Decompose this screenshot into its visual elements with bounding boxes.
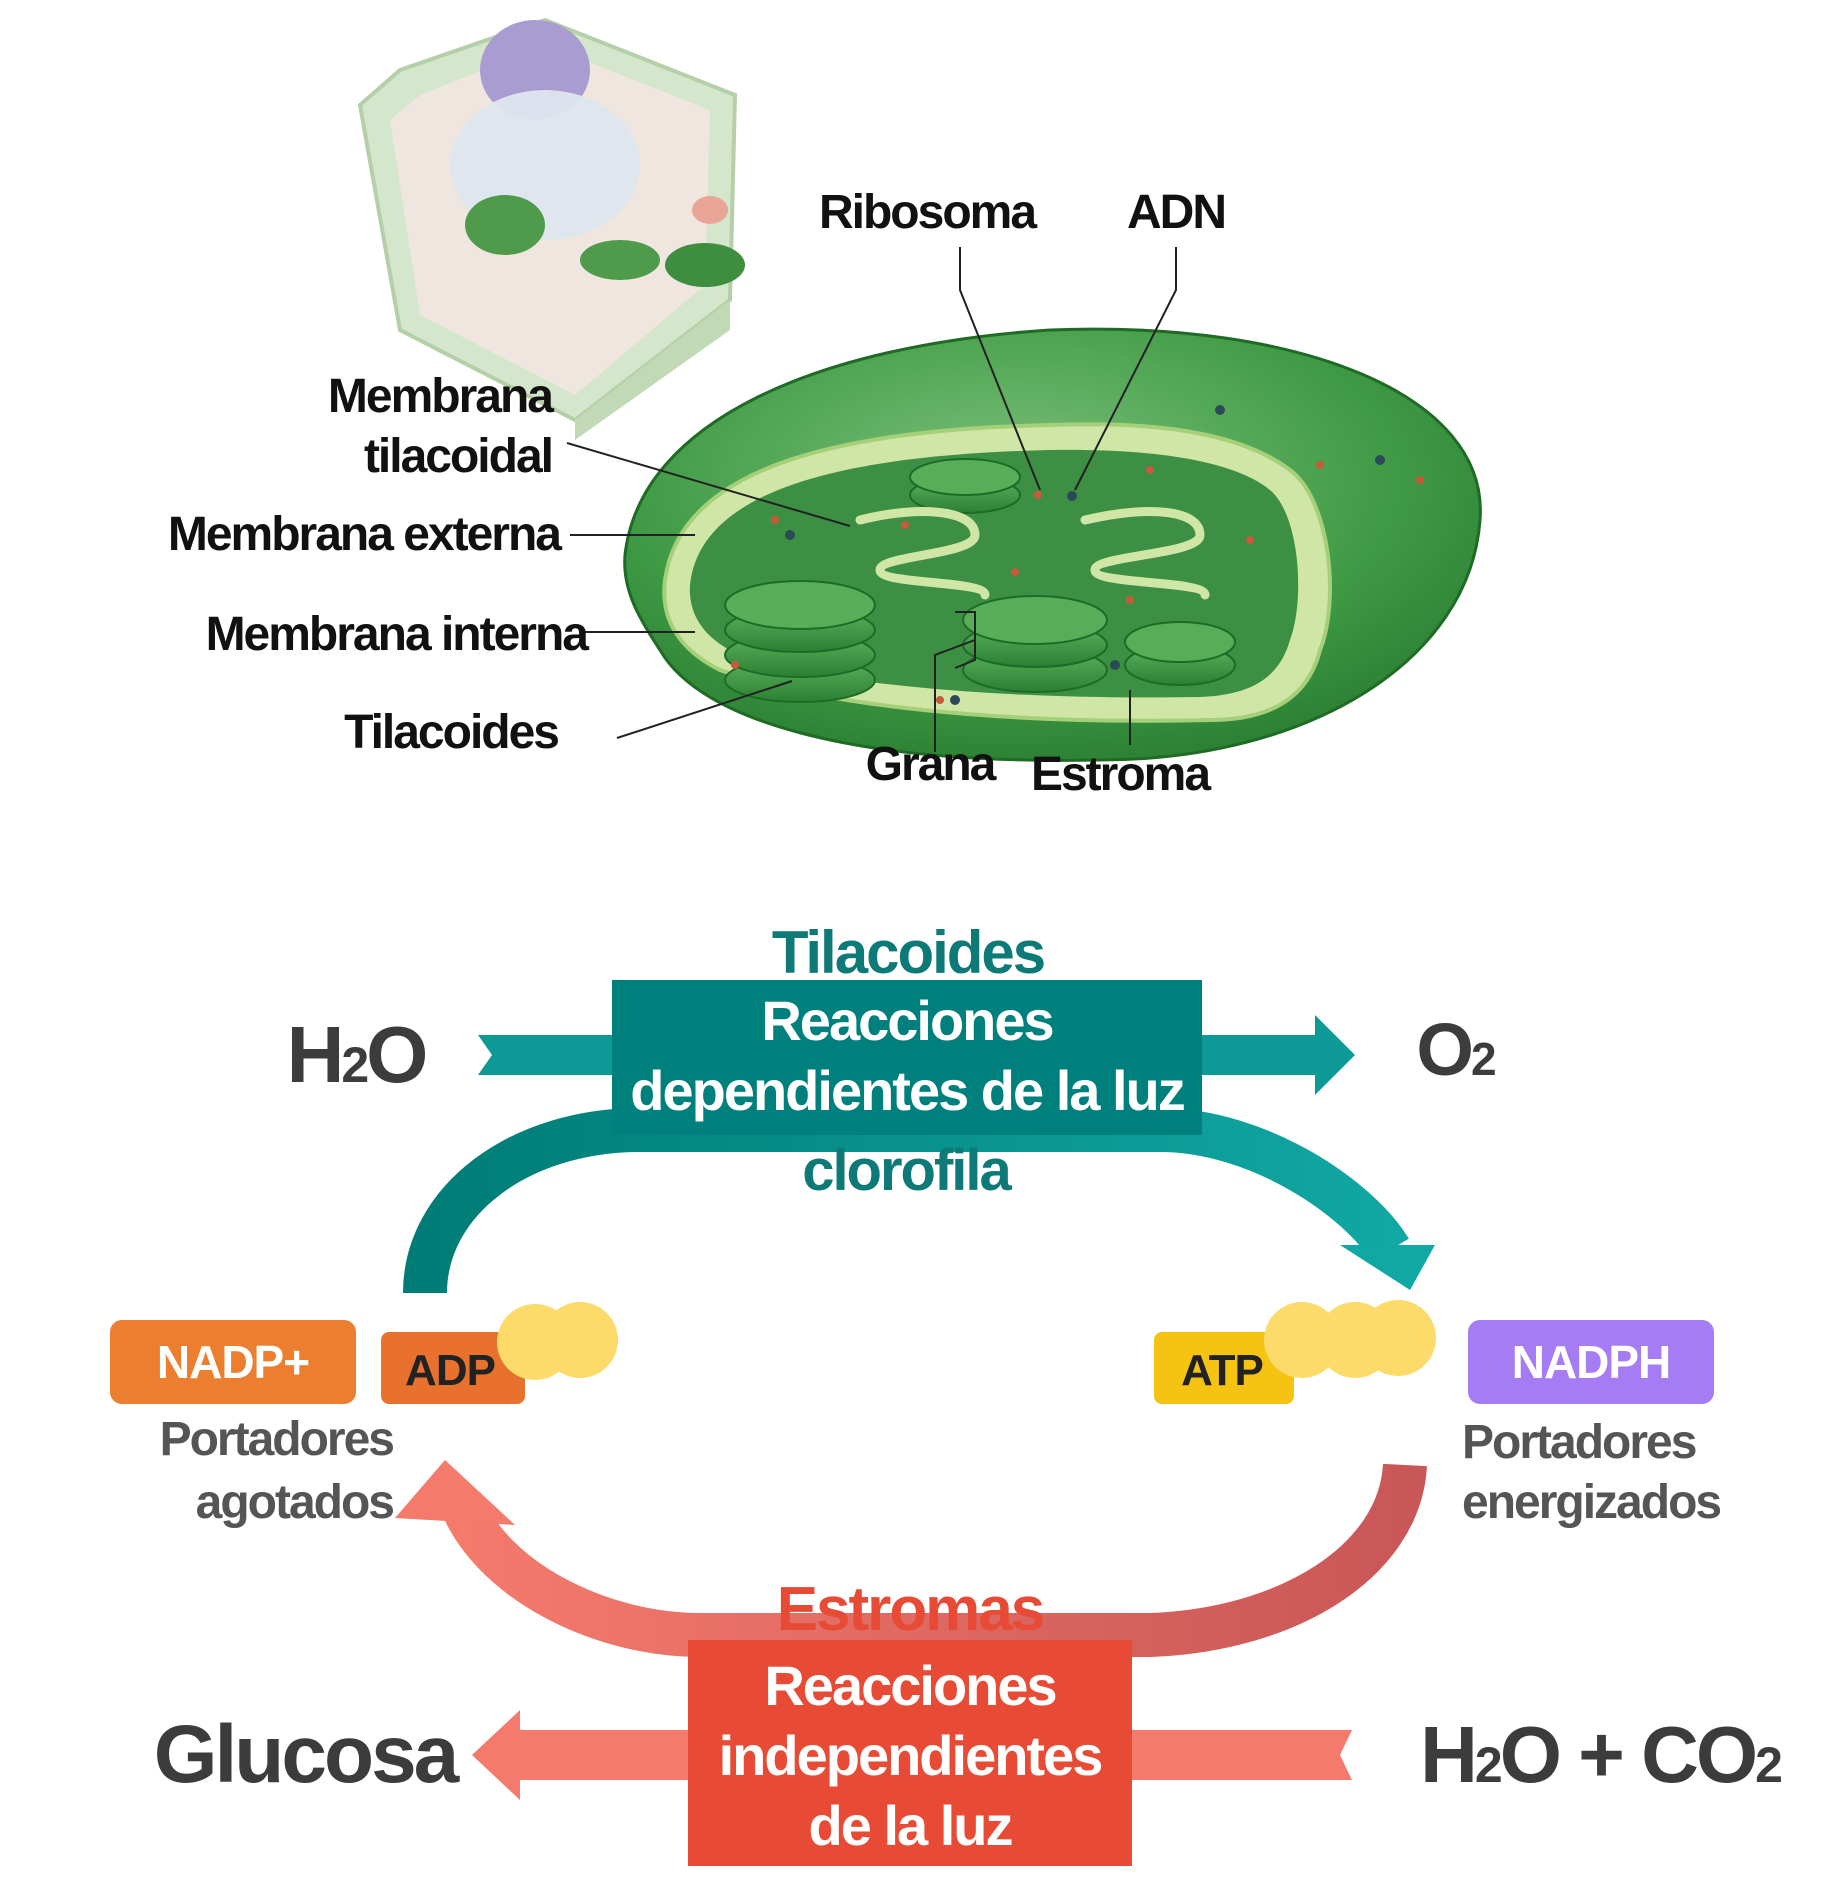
plant-cell-illustration	[357, 17, 745, 440]
light-reactions-line1: Reacciones	[761, 989, 1052, 1052]
adp-label: ADP	[405, 1346, 495, 1395]
water-input-label: H2O	[287, 1010, 426, 1099]
atp-phosphate-3	[1360, 1300, 1436, 1376]
light-reactions-box	[612, 980, 1202, 1135]
granum-stack-back	[909, 458, 1021, 514]
dark-reactions-line1: Reacciones	[764, 1654, 1055, 1717]
granum-stack-left	[724, 580, 876, 703]
thylakoid-membrane-fold-right	[1080, 507, 1210, 600]
tilacoides-label: Tilacoides	[344, 706, 558, 759]
nadph-label: NADPH	[1512, 1336, 1671, 1388]
estromas-heading: Estromas	[777, 1575, 1044, 1644]
membrana-tilacoidal-label-line1: Membrana	[328, 370, 554, 423]
membrana-tilacoidal-label-line2: tilacoidal	[364, 430, 552, 483]
dna-dots	[785, 405, 1385, 705]
ribosoma-label: Ribosoma	[819, 186, 1037, 239]
water-co2-input-label: H2O + CO2	[1420, 1710, 1781, 1799]
teal-arc-arrowhead	[1340, 1245, 1435, 1290]
chloroplast-illustration	[623, 327, 1482, 762]
nadp-plus-badge	[110, 1320, 356, 1404]
small-chloroplast-shape	[465, 195, 545, 255]
small-chloroplast-shape	[665, 243, 745, 287]
nadph-badge	[1468, 1320, 1714, 1404]
membrana-interna-label: Membrana interna	[206, 608, 590, 661]
tilacoides-heading: Tilacoides	[772, 919, 1044, 986]
leader-lines	[566, 247, 1177, 752]
adp-badge	[381, 1332, 525, 1404]
dark-reactions-box	[688, 1640, 1132, 1866]
granum-stack-center	[962, 595, 1108, 693]
red-arc-arrowhead	[395, 1460, 515, 1525]
ribosome-dots	[731, 461, 1424, 704]
depleted-carriers-line1: Portadores	[160, 1413, 394, 1466]
membrana-externa-label: Membrana externa	[168, 508, 562, 561]
glucose-output-label: Glucosa	[154, 1709, 461, 1800]
estroma-label: Estroma	[1031, 748, 1211, 801]
granum-stack-right	[1124, 621, 1236, 686]
energized-carriers-line1: Portadores	[1462, 1416, 1696, 1469]
carriers-to-dark-arc	[439, 1462, 1427, 1657]
adp-phosphate-2	[542, 1302, 618, 1378]
atp-phosphate-1	[1264, 1302, 1340, 1378]
oxygen-output-label: O2	[1416, 1008, 1495, 1091]
dark-reactions-line3: de la luz	[809, 1794, 1012, 1857]
atp-label: ATP	[1181, 1346, 1263, 1395]
clorofila-label: clorofila	[802, 1138, 1012, 1203]
grana-label: Grana	[866, 738, 997, 791]
dark-reactions-line2: independientes	[719, 1724, 1102, 1787]
mitochondrion-shape	[692, 196, 728, 224]
light-reactions-line2: dependientes de la luz	[630, 1059, 1183, 1122]
thylakoid-membrane-fold-left	[855, 507, 990, 600]
atp-badge	[1154, 1332, 1294, 1404]
depleted-carriers-line2: agotados	[196, 1476, 394, 1529]
adn-label: ADN	[1127, 186, 1225, 239]
energized-carriers-line2: energizados	[1462, 1476, 1720, 1529]
nadp-plus-label: NADP+	[157, 1336, 309, 1388]
small-chloroplast-shape	[580, 240, 660, 280]
